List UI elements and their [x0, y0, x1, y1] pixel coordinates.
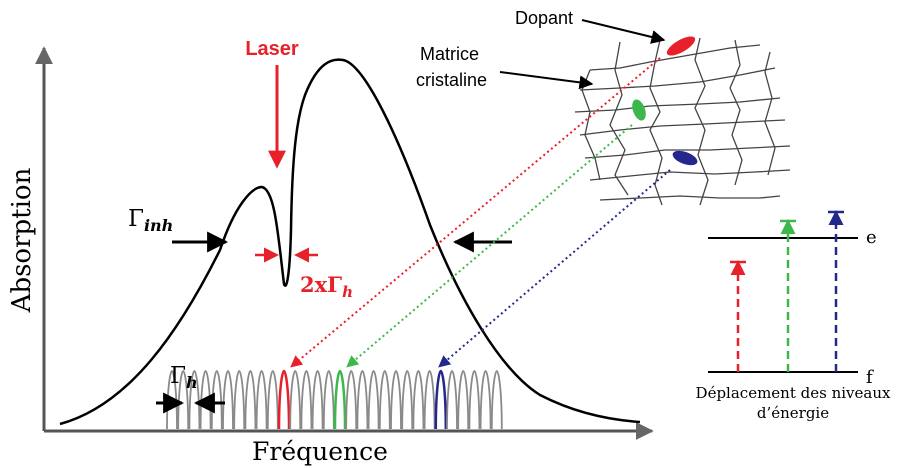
homogeneous-line — [244, 370, 257, 430]
green-dopant-link — [346, 124, 633, 368]
matrix-pointer — [499, 71, 594, 90]
dopant-blue — [672, 150, 698, 166]
level-f-label: f — [866, 367, 874, 388]
energy-caption-line1: Déplacement des niveaux — [696, 384, 891, 402]
homogeneous-line — [210, 370, 223, 430]
homogeneous-line-red — [277, 369, 291, 430]
homogeneous-line-blue — [434, 369, 448, 430]
homogeneous-line — [311, 370, 324, 430]
homogeneous-line — [423, 370, 436, 430]
homogeneous-line — [300, 370, 313, 430]
gamma-inh-label: Γinh — [128, 206, 173, 235]
level-e-label: e — [866, 227, 877, 248]
homogeneous-line — [457, 370, 470, 430]
homogeneous-line — [322, 370, 335, 430]
energy-levels: e f — [708, 210, 877, 388]
homogeneous-line — [367, 370, 380, 430]
homogeneous-line — [266, 370, 279, 430]
two-gamma-sub: h — [342, 283, 353, 301]
homogeneous-line — [479, 370, 492, 430]
homogeneous-line — [356, 370, 369, 430]
gamma-inh-sub: inh — [144, 216, 173, 235]
homogeneous-line — [446, 370, 458, 430]
homogeneous-line-green — [333, 369, 347, 430]
dopant-pointer — [581, 19, 666, 44]
homogeneous-line — [412, 370, 425, 430]
homogeneous-line — [468, 370, 481, 430]
y-axis-label: Absorption — [7, 167, 37, 313]
homogeneous-line — [390, 370, 402, 430]
homogeneous-line — [199, 370, 212, 430]
homogeneous-line — [490, 370, 503, 430]
energy-caption-line2: d’énergie — [757, 404, 829, 422]
gamma-h-label: Γh — [170, 363, 198, 392]
matrix-label-line1: Matrice — [420, 44, 479, 64]
two-gamma-symbol: Γ — [327, 272, 342, 297]
homogeneous-line — [378, 370, 391, 430]
homogeneous-line — [233, 370, 246, 430]
dopant-green — [632, 99, 646, 121]
homogeneous-lines — [166, 369, 503, 430]
blue-dopant-link — [438, 169, 671, 368]
homogeneous-line — [345, 370, 358, 430]
inhomogeneous-absorption-curve — [59, 58, 641, 426]
homogeneous-line — [255, 370, 268, 430]
x-axis-label: Fréquence — [252, 437, 388, 466]
dopant-label: Dopant — [515, 8, 573, 28]
laser-label: Laser — [245, 38, 299, 60]
gamma-inh-symbol: Γ — [128, 206, 144, 232]
two-gamma-prefix: 2x — [300, 272, 328, 297]
axes — [35, 46, 654, 440]
homogeneous-line — [401, 370, 414, 430]
dopant-red — [666, 36, 696, 56]
matrix-label-line2: cristaline — [416, 70, 487, 90]
homogeneous-line — [222, 370, 234, 430]
gamma-h-sub: h — [186, 373, 198, 392]
gamma-h-symbol: Γ — [170, 363, 186, 389]
crystal-lattice — [574, 37, 791, 206]
homogeneous-line — [289, 370, 302, 430]
two-gamma-h-label: 2xΓh — [300, 272, 353, 301]
